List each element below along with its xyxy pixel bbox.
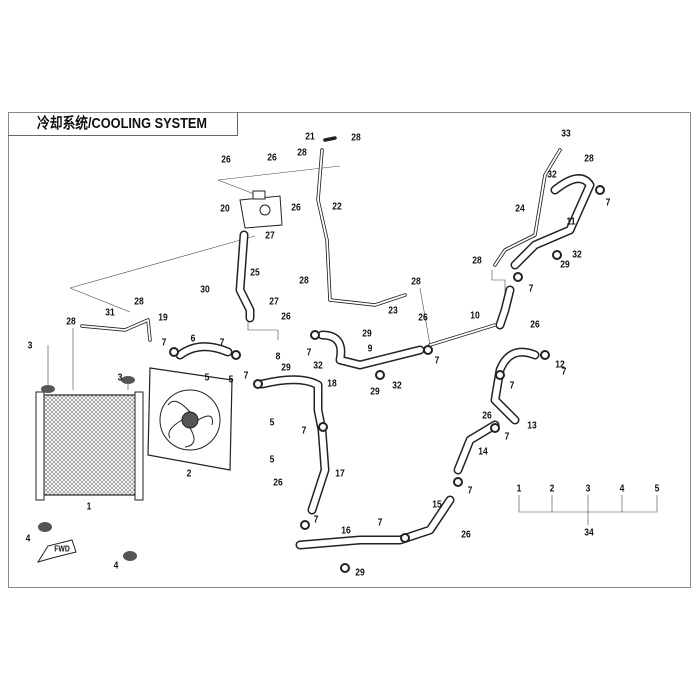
part-callout-26: 26 xyxy=(461,529,471,541)
part-callout-4: 4 xyxy=(113,560,119,572)
part-callout-29: 29 xyxy=(370,386,380,398)
part-callout-28: 28 xyxy=(411,276,421,288)
part-callout-7: 7 xyxy=(306,347,312,359)
part-callout-28: 28 xyxy=(351,132,361,144)
part-callout-22: 22 xyxy=(332,201,342,213)
part-callout-7: 7 xyxy=(605,197,611,209)
part-callout-28: 28 xyxy=(472,255,482,267)
grommet xyxy=(38,522,52,532)
diagram-frame xyxy=(8,112,691,588)
part-callout-28: 28 xyxy=(584,153,594,165)
part-callout-32: 32 xyxy=(572,249,582,261)
part-callout-29: 29 xyxy=(281,362,291,374)
grommet xyxy=(41,385,55,393)
part-callout-7: 7 xyxy=(313,514,319,526)
part-callout-28: 28 xyxy=(134,296,144,308)
part-callout-32: 32 xyxy=(392,380,402,392)
diagram-title: 冷却系统/COOLING SYSTEM xyxy=(8,112,238,136)
grommet xyxy=(123,551,137,561)
part-callout-18: 18 xyxy=(327,378,337,390)
part-callout-29: 29 xyxy=(355,567,365,579)
part-callout-28: 28 xyxy=(297,147,307,159)
part-callout-33: 33 xyxy=(561,128,571,140)
hose-clamps xyxy=(169,185,605,573)
part-callout-3: 3 xyxy=(585,483,591,495)
part-callout-7: 7 xyxy=(161,337,167,349)
part-callout-1: 1 xyxy=(86,501,92,513)
part-callout-16: 16 xyxy=(341,525,351,537)
part-callout-21: 21 xyxy=(305,131,315,143)
grommet xyxy=(121,376,135,384)
part-callout-25: 25 xyxy=(250,267,260,279)
part-callout-9: 9 xyxy=(367,343,373,355)
part-callout-4: 4 xyxy=(619,483,625,495)
part-callout-26: 26 xyxy=(221,154,231,166)
part-callout-17: 17 xyxy=(335,468,345,480)
radiator xyxy=(35,391,144,501)
fwd-label: FWD xyxy=(54,544,70,554)
hoses xyxy=(80,136,595,550)
part-callout-20: 20 xyxy=(220,203,230,215)
part-callout-8: 8 xyxy=(275,351,281,363)
part-callout-4: 4 xyxy=(25,533,31,545)
part-callout-32: 32 xyxy=(547,169,557,181)
part-callout-27: 27 xyxy=(269,296,279,308)
part-callout-26: 26 xyxy=(291,202,301,214)
part-callout-23: 23 xyxy=(388,305,398,317)
part-callout-7: 7 xyxy=(467,485,473,497)
part-callout-2: 2 xyxy=(186,468,192,480)
part-callout-12: 12 xyxy=(555,359,565,371)
part-callout-7: 7 xyxy=(377,517,383,529)
part-callout-5: 5 xyxy=(228,374,234,386)
part-callout-29: 29 xyxy=(560,259,570,271)
part-callout-27: 27 xyxy=(265,230,275,242)
part-callout-26: 26 xyxy=(530,319,540,331)
part-callout-7: 7 xyxy=(528,283,534,295)
part-callout-28: 28 xyxy=(66,316,76,328)
part-callout-7: 7 xyxy=(561,366,567,378)
part-callout-11: 11 xyxy=(566,216,576,228)
part-callout-15: 15 xyxy=(432,499,442,511)
part-callout-2: 2 xyxy=(549,483,555,495)
cooling-fan xyxy=(147,367,233,471)
part-callout-7: 7 xyxy=(243,370,249,382)
part-callout-26: 26 xyxy=(273,477,283,489)
part-callout-5: 5 xyxy=(654,483,660,495)
part-callout-19: 19 xyxy=(158,312,168,324)
part-callout-5: 5 xyxy=(269,417,275,429)
fwd-arrow xyxy=(36,539,77,563)
part-callout-10: 10 xyxy=(470,310,480,322)
part-callout-7: 7 xyxy=(509,380,515,392)
part-callout-30: 30 xyxy=(200,284,210,296)
expansion-tank xyxy=(239,190,283,229)
part-callout-14: 14 xyxy=(478,446,488,458)
part-callout-5: 5 xyxy=(204,372,210,384)
part-callout-7: 7 xyxy=(219,337,225,349)
part-callout-7: 7 xyxy=(434,355,440,367)
part-callout-29: 29 xyxy=(362,328,372,340)
part-callout-34: 34 xyxy=(584,527,594,539)
part-callout-1: 1 xyxy=(516,483,522,495)
part-callout-6: 6 xyxy=(190,333,196,345)
part-callout-7: 7 xyxy=(301,425,307,437)
part-callout-26: 26 xyxy=(267,152,277,164)
part-callout-3: 3 xyxy=(117,372,123,384)
part-callout-26: 26 xyxy=(482,410,492,422)
part-callout-5: 5 xyxy=(269,454,275,466)
part-callout-7: 7 xyxy=(504,431,510,443)
part-callout-13: 13 xyxy=(527,420,537,432)
part-callout-32: 32 xyxy=(313,360,323,372)
part-callout-28: 28 xyxy=(299,275,309,287)
part-callout-24: 24 xyxy=(515,203,525,215)
part-callout-3: 3 xyxy=(27,340,33,352)
part-callout-26: 26 xyxy=(418,312,428,324)
part-callout-26: 26 xyxy=(281,311,291,323)
title-text: 冷却系统/COOLING SYSTEM xyxy=(37,115,208,132)
part-callout-31: 31 xyxy=(105,307,115,319)
